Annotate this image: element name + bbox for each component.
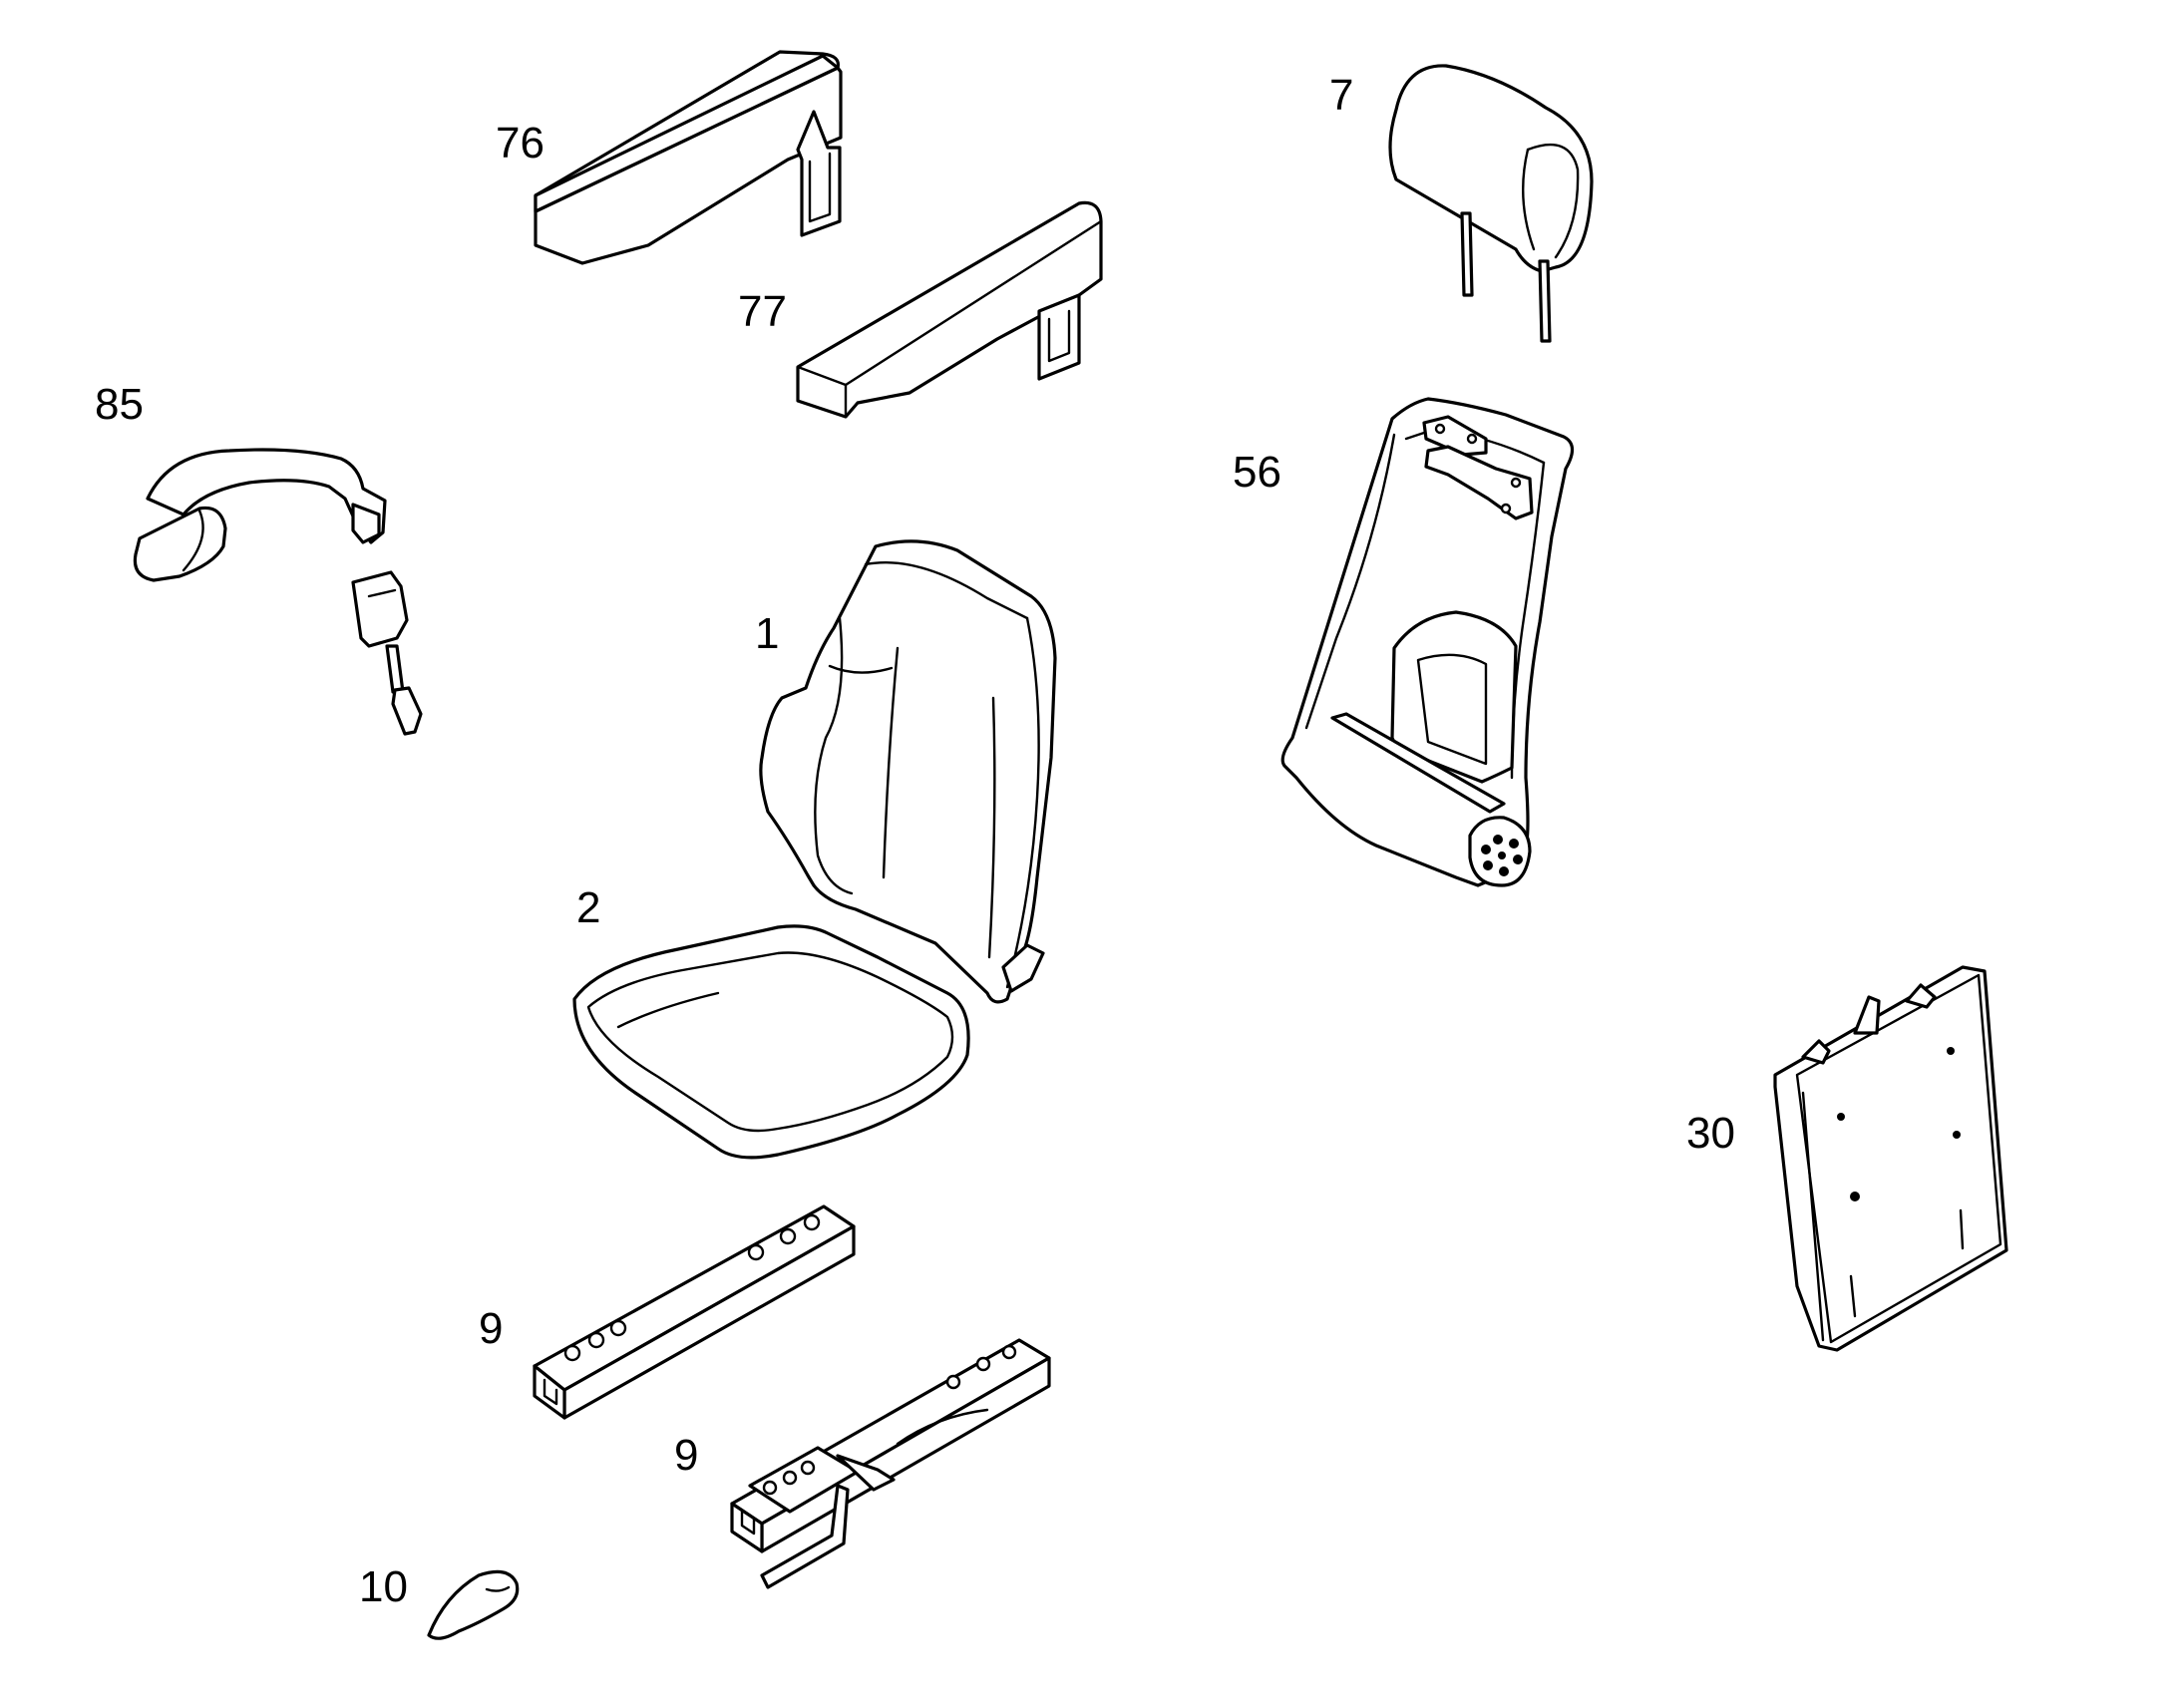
armrest-76 (534, 50, 843, 265)
callout-10: 10 (359, 1562, 408, 1611)
callout-7: 7 (1329, 71, 1353, 120)
seat-rail-9-lower (730, 1338, 1051, 1589)
callout-30: 30 (1686, 1109, 1735, 1158)
callout-9-upper: 9 (479, 1304, 503, 1353)
back-panel-30 (1773, 965, 2008, 1352)
callout-85: 85 (95, 380, 144, 429)
headrest-7 (1388, 64, 1594, 343)
callout-77: 77 (738, 287, 787, 336)
armrest-77 (796, 200, 1103, 419)
callout-9-lower: 9 (674, 1431, 698, 1480)
seat-belt-85 (133, 448, 423, 736)
backrest-frame-56 (1280, 397, 1575, 887)
callout-1: 1 (755, 609, 779, 658)
seat-cushion-2 (572, 924, 970, 1160)
handle-10 (427, 1569, 520, 1640)
callout-76: 76 (496, 119, 545, 168)
callout-56: 56 (1233, 448, 1281, 497)
seat-backrest-cushion-1 (759, 539, 1057, 1004)
callout-2: 2 (576, 883, 600, 932)
seat-rail-9-upper (533, 1204, 856, 1420)
